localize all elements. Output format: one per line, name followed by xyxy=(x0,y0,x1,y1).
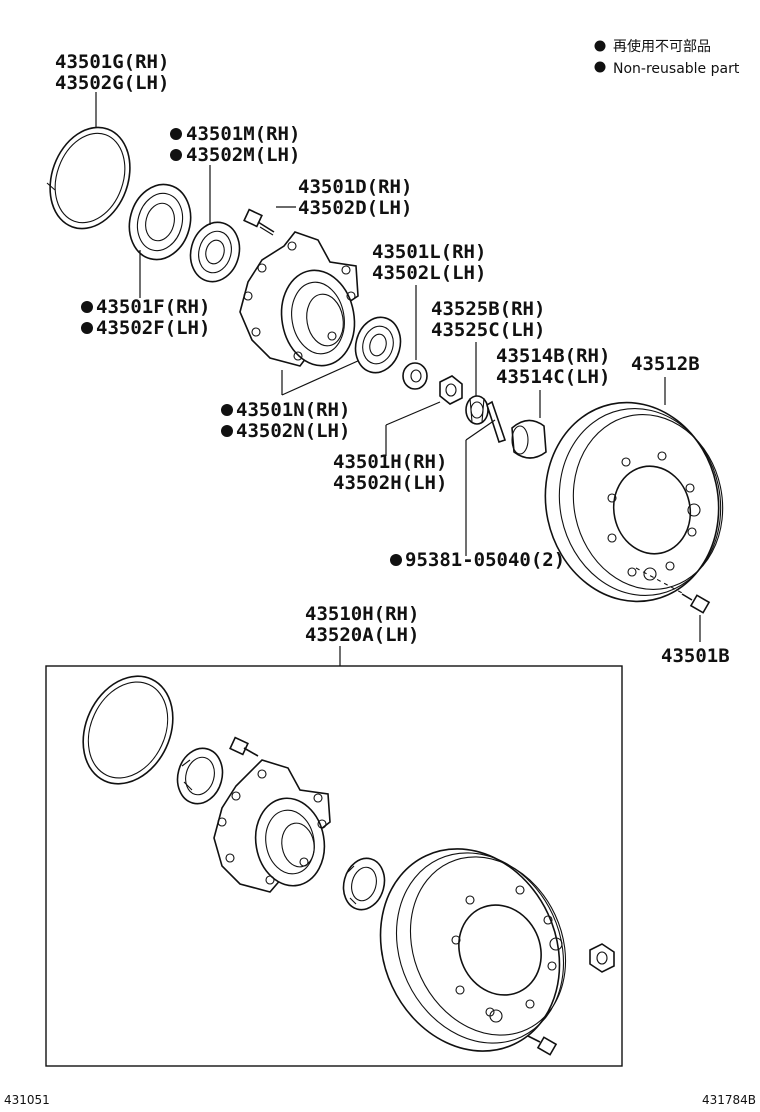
part-label-43525C-lh: 43525C(LH) xyxy=(431,319,545,341)
hub-bolt-part xyxy=(243,208,275,236)
assembly-inner-bearing-part xyxy=(342,857,386,911)
axle-hub-part xyxy=(239,231,359,367)
part-label-43501H-rh: 43501H(RH) xyxy=(333,451,447,473)
grease-cap-part xyxy=(511,419,547,459)
inner-bearing-part xyxy=(354,316,402,374)
part-label-43501D-lh: 43502D(LH) xyxy=(298,197,412,219)
assembly-hub-bolt-part xyxy=(229,736,259,757)
assembly-box xyxy=(45,665,623,1067)
part-label-43501L-rh: 43501L(RH) xyxy=(372,241,486,263)
drum-screw-part xyxy=(635,567,711,614)
part-label-43501N-lh: 43502N(LH) xyxy=(236,420,350,442)
non-reusable-marker-icon xyxy=(170,149,182,161)
part-label-43501L-lh: 43502L(LH) xyxy=(372,262,486,284)
non-reusable-marker-icon xyxy=(81,301,93,313)
part-label-43501D-rh: 43501D(RH) xyxy=(298,176,412,198)
nut-lock-cap-part xyxy=(465,395,489,425)
non-reusable-marker-icon xyxy=(221,404,233,416)
assembly-axle-hub-part xyxy=(213,759,331,893)
part-label-95381: 95381-05040(2) xyxy=(405,549,565,571)
snap-ring-part xyxy=(46,126,131,230)
part-label-43501M-lh: 43502M(LH) xyxy=(186,144,300,166)
part-label-43520A-lh: 43520A(LH) xyxy=(305,624,419,646)
hub-nut-part xyxy=(439,375,463,405)
assembly-outer-bearing-part xyxy=(176,747,224,805)
part-label-43514C-lh: 43514C(LH) xyxy=(496,366,610,388)
assembly-hub-nut-part xyxy=(589,943,615,973)
legend-jp-text: 再使用不可部品 xyxy=(613,38,711,55)
part-label-43501F-lh: 43502F(LH) xyxy=(96,317,210,339)
part-label-43501G-rh: 43501G(RH) xyxy=(55,51,169,73)
non-reusable-marker-icon xyxy=(390,554,402,566)
non-reusable-marker-icon xyxy=(221,425,233,437)
leader-line xyxy=(465,419,496,441)
part-label-43501H-lh: 43502H(LH) xyxy=(333,472,447,494)
footer-left-code: 431051 xyxy=(4,1093,50,1107)
part-label-43514B-rh: 43514B(RH) xyxy=(496,345,610,367)
assembly-snap-ring-part xyxy=(82,675,174,785)
legend: 再使用不可部品 Non-reusable part xyxy=(594,38,740,77)
oil-seal-part xyxy=(128,183,192,261)
cotter-pin-part xyxy=(486,400,507,444)
part-label-43510H-rh: 43510H(RH) xyxy=(305,603,419,625)
non-reusable-marker-icon xyxy=(81,322,93,334)
part-label-43501G-lh: 43502G(LH) xyxy=(55,72,169,94)
assembly-brake-drum-part xyxy=(379,848,567,1052)
non-reusable-marker-icon xyxy=(170,128,182,140)
footer-right-code: 431784B xyxy=(702,1093,756,1107)
claw-washer-part xyxy=(402,362,428,390)
part-label-43501F-rh: 43501F(RH) xyxy=(96,296,210,318)
part-label-43501B: 43501B xyxy=(661,645,730,667)
non-reusable-marker-icon xyxy=(594,40,606,52)
leader-line xyxy=(281,359,361,396)
outer-bearing-part xyxy=(189,221,241,283)
part-label-43501N-rh: 43501N(RH) xyxy=(236,399,350,421)
part-label-43512B: 43512B xyxy=(631,353,700,375)
non-reusable-marker-icon xyxy=(594,61,606,73)
part-label-43501M-rh: 43501M(RH) xyxy=(186,123,300,145)
assembly-drum-screw-part xyxy=(527,1035,558,1056)
legend-en-text: Non-reusable part xyxy=(613,61,740,77)
brake-drum-part xyxy=(544,401,724,603)
leader-line xyxy=(385,401,441,426)
part-label-43525B-rh: 43525B(RH) xyxy=(431,298,545,320)
